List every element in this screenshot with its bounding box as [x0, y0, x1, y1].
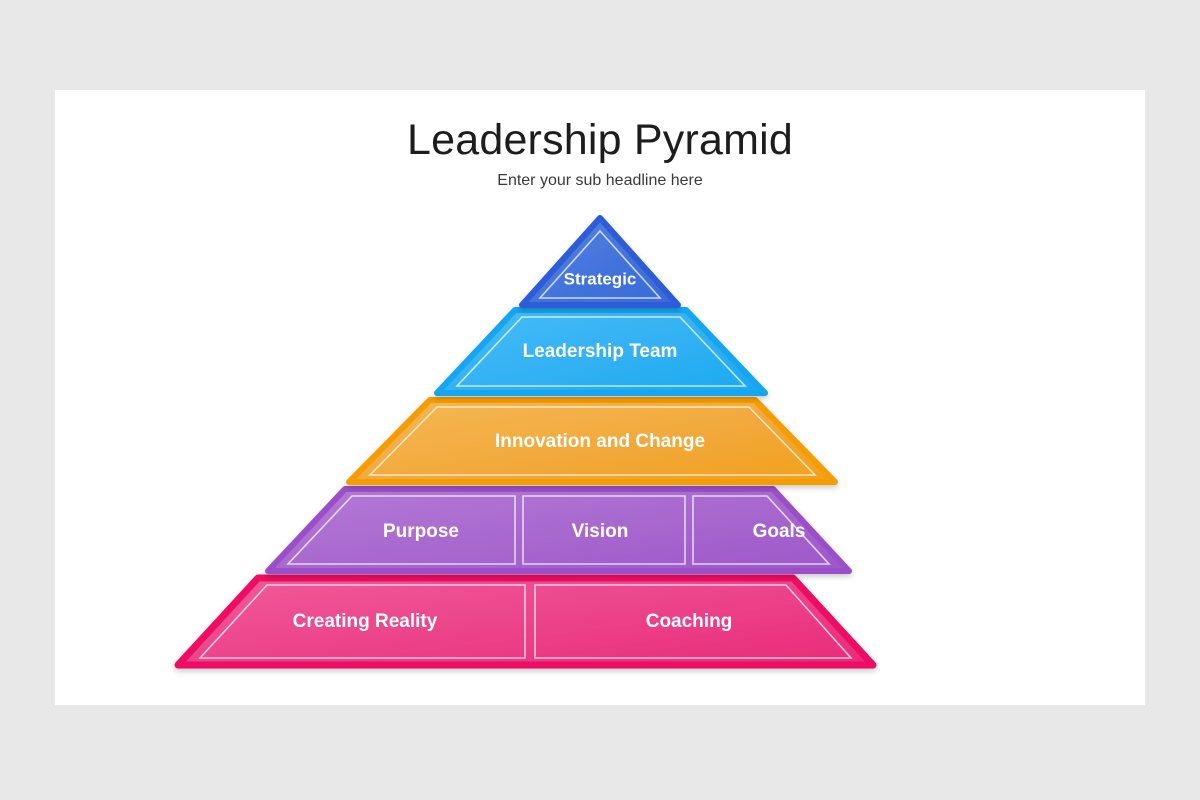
pyramid-level-4-segment-1-outline[interactable]	[286, 495, 516, 565]
leadership-pyramid-diagram: Creating Reality Coaching Purpose Vision…	[174, 215, 877, 669]
pyramid-level-5-segment-2-outline[interactable]	[534, 584, 853, 659]
pyramid-level-1-label: Strategic	[564, 269, 637, 288]
pyramid-level-4-segment-3-outline[interactable]	[692, 495, 831, 565]
pyramid-level-4-segment-2-outline[interactable]	[522, 495, 686, 565]
page-subtitle: Enter your sub headline here	[497, 172, 703, 189]
pyramid-level-1-shape[interactable]	[519, 215, 681, 308]
pyramid-level-3-label: Innovation and Change	[495, 431, 705, 452]
pyramid-level-4-segment-3-label: Goals	[753, 521, 806, 542]
pyramid-level-1-inner-outline	[538, 229, 662, 299]
pyramid-level-3[interactable]: Innovation and Change	[346, 397, 838, 485]
pyramid-level-3-shape[interactable]	[346, 397, 838, 485]
page-title: Leadership Pyramid	[406, 116, 794, 164]
pyramid-level-5[interactable]: Creating Reality Coaching	[174, 574, 877, 669]
pyramid-level-4[interactable]: Purpose Vision Goals	[265, 486, 852, 574]
slide-canvas: Leadership Pyramid Enter your sub headli…	[55, 90, 1145, 705]
pyramid-level-5-segment-2-label: Coaching	[646, 611, 733, 632]
pyramid-level-3-inner-outline	[368, 406, 817, 476]
pyramid-level-4-segment-1-label: Purpose	[383, 521, 459, 542]
pyramid-level-2-shape[interactable]	[434, 307, 768, 396]
pyramid-level-4-segment-2-label: Vision	[572, 521, 629, 542]
pyramid-level-5-segment-1-label: Creating Reality	[293, 611, 438, 632]
pyramid-level-2-label: Leadership Team	[523, 341, 678, 362]
pyramid-level-2-inner-outline	[455, 316, 747, 387]
pyramid-level-5-segment-1-outline[interactable]	[198, 584, 526, 659]
pyramid-level-4-shape[interactable]	[265, 486, 852, 574]
pyramid-level-2[interactable]: Leadership Team	[434, 307, 768, 396]
pyramid-level-1[interactable]: Strategic	[519, 215, 681, 308]
